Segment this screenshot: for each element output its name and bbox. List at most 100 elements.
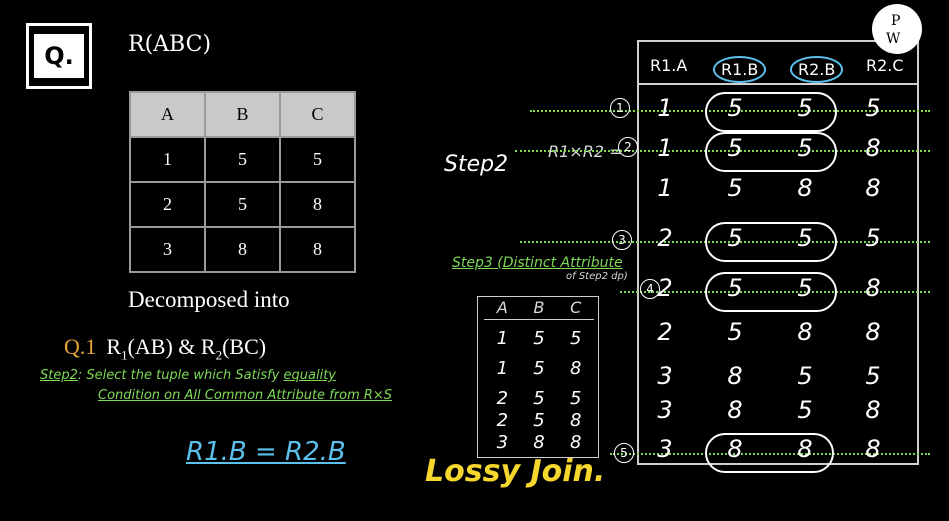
table-cell: 8 <box>865 274 881 302</box>
table-cell: 5 <box>797 362 813 390</box>
logo-letter-p: P <box>891 13 901 29</box>
table-cell: 1 <box>496 358 509 379</box>
table-cell: 8 <box>727 396 743 424</box>
table-cell: 1 <box>657 174 673 202</box>
table-cell: 1 <box>496 328 509 349</box>
step2-note-prefix: Step2 <box>40 368 78 383</box>
column-header: B <box>533 298 545 317</box>
marker-circle: 4 <box>640 279 660 299</box>
step2-note-line2: Condition on All Common Attribute from R… <box>98 388 393 403</box>
match-highlight <box>705 433 834 473</box>
table-row: 2 5 8 <box>484 410 594 431</box>
table-cell: 3 <box>657 396 673 424</box>
table-cell: 5 <box>797 274 813 302</box>
step2-note-underlined: equality <box>283 368 337 383</box>
relation-table: A B C 1 5 5 2 5 8 3 8 8 <box>129 91 356 273</box>
table-row: 3 8 5 8 <box>640 396 916 432</box>
result-table-header: A B C <box>484 298 594 320</box>
table-row: 1 5 8 <box>484 358 594 379</box>
table-cell: 8 <box>533 432 545 453</box>
step2-note-rest: : Select the tuple which Satisfy <box>77 368 284 383</box>
table-cell: 5 <box>204 181 281 228</box>
table-row: 3 8 5 5 <box>640 362 916 398</box>
pw-logo: P W <box>872 4 922 54</box>
table-cell: 5 <box>569 328 582 349</box>
table-cell: 3 <box>496 432 509 453</box>
question-badge-label: Q. <box>34 34 84 78</box>
table-row: 1 5 5 <box>129 136 356 183</box>
table-cell: 8 <box>865 134 881 162</box>
table-row: 3 8 8 <box>129 226 356 273</box>
table-cell: 5 <box>727 224 743 252</box>
match-line <box>610 453 930 455</box>
column-header: C <box>279 91 356 138</box>
match-line <box>620 291 930 293</box>
table-header-row: A B C <box>129 91 356 138</box>
table-cell: 8 <box>279 226 356 273</box>
logo-letter-w: W <box>886 31 901 47</box>
table-cell: 3 <box>657 362 673 390</box>
step2-note: Step2: Select the tuple which Satisfy eq… <box>40 366 392 406</box>
table-row: 2 5 5 8 <box>640 274 916 310</box>
table-cell: 3 <box>129 226 206 273</box>
column-header: R2.C <box>866 56 904 75</box>
match-highlight <box>705 272 837 312</box>
match-highlight <box>705 92 837 132</box>
column-header: R1.B <box>713 56 767 83</box>
table-cell: 5 <box>533 388 545 409</box>
table-cell: 8 <box>865 174 881 202</box>
table-cell: 8 <box>797 174 813 202</box>
r2-name: R <box>200 334 216 359</box>
marker-circle: 5 <box>614 443 634 463</box>
table-cell: 5 <box>865 362 881 390</box>
column-header: R2.B <box>790 56 844 83</box>
table-cell: 2 <box>657 318 673 346</box>
table-cell: 5 <box>727 274 743 302</box>
table-cell: 8 <box>569 410 582 431</box>
table-row: 3 8 8 8 <box>640 435 916 471</box>
relation-title: R(ABC) <box>128 32 212 57</box>
step2-label: Step2 <box>444 152 509 177</box>
table-cell: 8 <box>727 362 743 390</box>
match-highlight <box>705 132 837 172</box>
table-cell: 5 <box>727 94 743 122</box>
table-cell: 5 <box>279 136 356 183</box>
table-cell: 2 <box>129 181 206 228</box>
table-cell: 5 <box>727 174 743 202</box>
table-cell: 5 <box>727 134 743 162</box>
table-cell: 2 <box>496 388 509 409</box>
table-cell: 2 <box>657 274 673 302</box>
table-cell: 5 <box>569 388 582 409</box>
table-cell: 5 <box>204 136 281 183</box>
table-cell: 8 <box>865 318 881 346</box>
table-cell: 1 <box>657 94 673 122</box>
table-cell: 8 <box>727 435 743 463</box>
step2-note-line1: Step2: Select the tuple which Satisfy eq… <box>40 366 392 386</box>
table-cell: 1 <box>657 134 673 162</box>
table-cell: 8 <box>569 432 582 453</box>
table-cell: 5 <box>797 224 813 252</box>
table-cell: 5 <box>797 396 813 424</box>
table-cell: 5 <box>533 410 545 431</box>
r1-subscript: 1 <box>121 347 128 363</box>
r1-name: R <box>106 334 122 359</box>
table-cell: 3 <box>657 435 673 463</box>
table-cell: 2 <box>496 410 509 431</box>
table-row: 2 5 5 <box>484 388 594 409</box>
marker-circle: 3 <box>612 230 632 250</box>
column-header: A <box>129 91 206 138</box>
table-cell: 5 <box>865 94 881 122</box>
marker-circle: 1 <box>610 98 630 118</box>
table-cell: 5 <box>865 224 881 252</box>
lossy-join-label: Lossy Join. <box>425 454 606 489</box>
table-cell: 8 <box>865 396 881 424</box>
table-row: 1 5 5 5 <box>640 94 916 130</box>
table-cell: 8 <box>865 435 881 463</box>
table-row: 1 5 5 8 <box>640 134 916 170</box>
column-header: B <box>204 91 281 138</box>
table-cell: 8 <box>279 181 356 228</box>
join-condition: R1.B = R2.B <box>186 437 346 467</box>
table-cell: 5 <box>533 328 545 349</box>
marker-circle: 2 <box>618 137 638 157</box>
table-cell: 8 <box>797 318 813 346</box>
